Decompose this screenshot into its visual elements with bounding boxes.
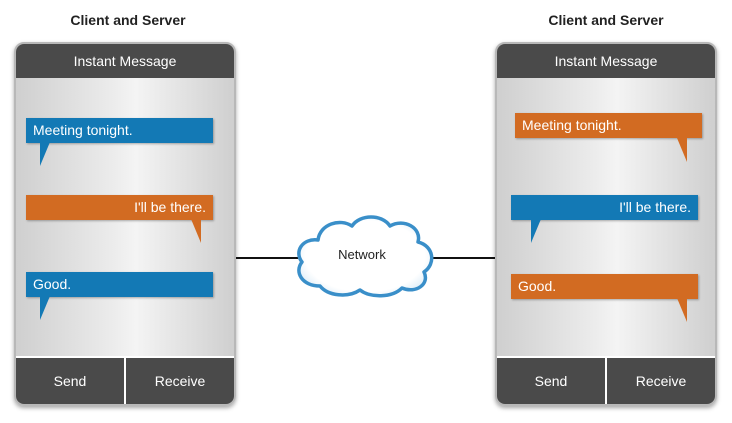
right-message-1-tail [677, 138, 687, 162]
left-message-3: Good. [26, 272, 213, 297]
right-receive-button[interactable]: Receive [605, 358, 715, 404]
left-device-title: Client and Server [70, 12, 186, 28]
left-network-link [236, 257, 298, 259]
network-label: Network [338, 247, 386, 262]
right-message-2: I'll be there. [511, 195, 698, 220]
left-device-footer: Send Receive [16, 356, 234, 404]
right-device-footer: Send Receive [497, 356, 715, 404]
right-message-3: Good. [511, 274, 698, 299]
left-device: Instant Message Meeting tonight. I'll be… [14, 42, 236, 406]
left-message-2-tail [191, 219, 201, 243]
left-receive-button[interactable]: Receive [124, 358, 234, 404]
left-message-1-tail [40, 142, 50, 166]
right-device-header: Instant Message [497, 44, 715, 78]
right-message-3-tail [677, 298, 687, 322]
right-message-1: Meeting tonight. [515, 113, 702, 138]
left-message-2: I'll be there. [26, 195, 213, 220]
right-device: Instant Message Meeting tonight. I'll be… [495, 42, 717, 406]
left-device-header: Instant Message [16, 44, 234, 78]
left-message-1: Meeting tonight. [26, 118, 213, 143]
cloud-icon [297, 215, 434, 298]
right-network-link [432, 257, 495, 259]
right-send-button[interactable]: Send [497, 358, 605, 404]
right-message-2-tail [531, 219, 541, 243]
left-message-3-tail [40, 296, 50, 320]
left-send-button[interactable]: Send [16, 358, 124, 404]
right-device-title: Client and Server [548, 12, 664, 28]
